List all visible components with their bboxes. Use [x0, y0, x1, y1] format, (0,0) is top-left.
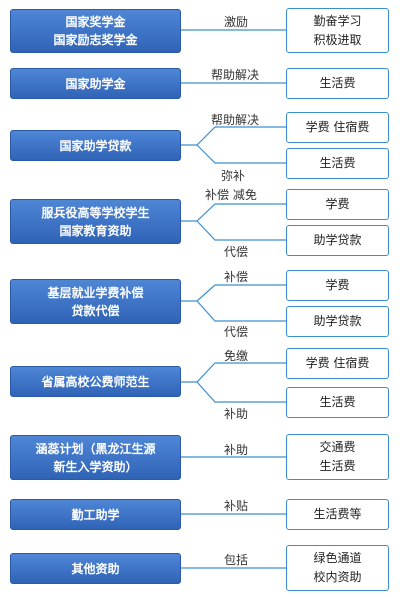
- box-line: 国家助学贷款: [59, 138, 132, 153]
- box-line: 国家励志奖学金: [53, 33, 138, 47]
- target-line: 学费 住宿费: [305, 356, 370, 370]
- target-line: 勤奋学习: [313, 13, 362, 28]
- target-line: 生活费: [319, 459, 356, 473]
- target-tuition-lodging: 学费 住宿费: [286, 348, 389, 379]
- target-tuition-lodging: 学费 住宿费: [286, 112, 389, 143]
- target-tuition: 学费: [286, 270, 389, 301]
- connector-grassroots-upper: [181, 284, 286, 302]
- target-living-cost: 生活费: [286, 387, 389, 418]
- target-line: 助学贷款: [313, 314, 362, 328]
- box-student-loan: 国家助学贷款: [10, 130, 181, 161]
- label-compensate: 补偿: [224, 270, 249, 284]
- target-line: 生活费: [319, 76, 356, 90]
- target-line: 生活费: [319, 156, 356, 170]
- label-include: 包括: [224, 553, 249, 567]
- connector-normal-lower: [196, 381, 286, 403]
- box-line: 勤工助学: [71, 507, 120, 522]
- target-line: 绿色通道: [313, 551, 362, 565]
- connector-loan-upper: [181, 126, 286, 146]
- box-line: 省属高校公费师范生: [41, 374, 150, 389]
- label-subsidy: 补助: [224, 407, 249, 421]
- box-line: 服兵役高等学校学生: [41, 205, 150, 220]
- connector-normal-upper: [181, 362, 286, 383]
- target-line: 学费 住宿费: [305, 120, 370, 134]
- box-line: 其他资助: [71, 561, 120, 576]
- target-line: 积极进取: [313, 32, 362, 47]
- label-repay: 代偿: [224, 245, 249, 259]
- box-line: 国家教育资助: [59, 223, 132, 238]
- target-line: 学费: [325, 197, 350, 211]
- target-line: 生活费: [319, 395, 356, 409]
- label-incentive: 激励: [224, 15, 249, 29]
- box-line: 国家奖学金: [65, 15, 126, 29]
- box-line: 国家助学金: [65, 76, 126, 91]
- box-work-study: 勤工助学: [10, 499, 181, 530]
- target-line: 助学贷款: [313, 233, 362, 247]
- target-living-cost-etc: 生活费等: [286, 499, 389, 530]
- label-allowance: 补贴: [224, 499, 249, 513]
- box-line: 新生入学资助）: [53, 459, 138, 474]
- target-student-loan: 助学贷款: [286, 306, 389, 337]
- box-grassroots-employment: 基层就业学费补偿 贷款代偿: [10, 279, 181, 324]
- box-normal-student: 省属高校公费师范生: [10, 366, 181, 397]
- label-make-up: 弥补: [221, 169, 246, 183]
- box-line: 涵蕊计划（黑龙江生源: [35, 441, 156, 456]
- target-line: 校内资助: [313, 570, 362, 584]
- box-national-grant: 国家助学金: [10, 68, 181, 99]
- box-hanrui-plan: 涵蕊计划（黑龙江生源 新生入学资助）: [10, 435, 181, 480]
- connector-grassroots-lower: [196, 300, 286, 322]
- target-living-cost: 生活费: [286, 68, 389, 99]
- box-line: 贷款代偿: [71, 303, 120, 318]
- label-help-solve: 帮助解决: [211, 68, 260, 82]
- connector-loan-lower: [196, 144, 286, 164]
- box-line: 基层就业学费补偿: [47, 285, 144, 300]
- connector-military-upper: [181, 203, 286, 222]
- connector-military-lower: [196, 220, 286, 241]
- label-repay: 代偿: [224, 325, 249, 339]
- label-exempt: 免缴: [224, 349, 249, 363]
- target-diligence: 勤奋学习 积极进取: [286, 8, 389, 53]
- box-national-scholarship: 国家奖学金 国家励志奖学金: [10, 9, 181, 53]
- target-line: 学费: [325, 278, 350, 292]
- target-line: 交通费: [319, 440, 356, 454]
- label-compensate-reduce: 补偿 减免: [205, 188, 257, 202]
- target-transport-living: 交通费 生活费: [286, 434, 389, 480]
- label-help-solve: 帮助解决: [211, 113, 260, 127]
- box-military-service-aid: 服兵役高等学校学生 国家教育资助: [10, 199, 181, 244]
- box-other-aid: 其他资助: [10, 553, 181, 584]
- target-green-channel: 绿色通道 校内资助: [286, 545, 389, 591]
- target-living-cost: 生活费: [286, 148, 389, 179]
- label-subsidy: 补助: [224, 443, 249, 457]
- target-student-loan: 助学贷款: [286, 225, 389, 256]
- target-tuition: 学费: [286, 189, 389, 220]
- target-line: 生活费等: [313, 507, 362, 521]
